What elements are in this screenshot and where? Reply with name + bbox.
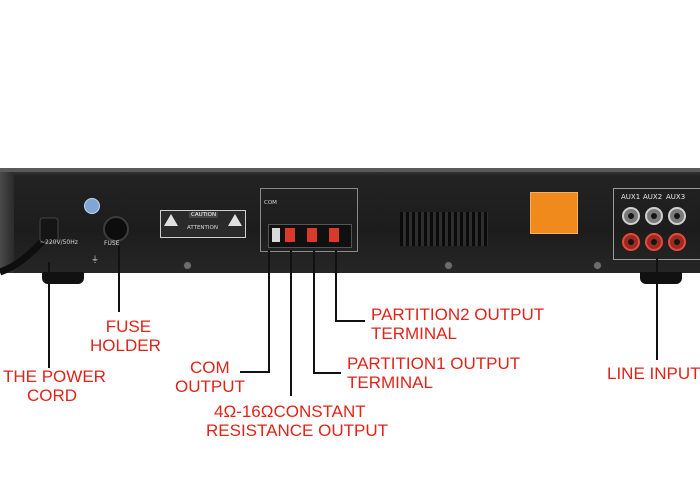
warning-triangle-icon	[164, 214, 178, 226]
power-cord-callout: THE POWER CORD	[3, 367, 106, 405]
caution-label: CAUTION ATTENTION	[160, 210, 246, 238]
output-terminal-panel	[260, 188, 358, 252]
aux2-white-jack	[645, 207, 663, 225]
callout-line-fuse-holder	[118, 246, 120, 312]
aux2-label: AUX2	[643, 193, 663, 201]
aux1-white-jack	[622, 207, 640, 225]
com-output-callout: COM OUTPUT	[175, 358, 245, 396]
attention-text: ATTENTION	[187, 225, 218, 231]
fuse-holder-callout: FUSE HOLDER	[90, 317, 161, 355]
warning-triangle-icon	[228, 214, 242, 226]
callout-line-partition2-h	[335, 320, 365, 322]
aux3-red-jack	[668, 233, 686, 251]
terminal-red-2	[307, 228, 317, 242]
chassis-side-left	[0, 170, 14, 273]
partition1-callout: PARTITION1 OUTPUT TERMINAL	[347, 354, 521, 392]
aux2-red-jack	[645, 233, 663, 251]
callout-line-line-input	[656, 258, 658, 360]
aux1-label: AUX1	[621, 193, 641, 201]
chassis-top-edge	[0, 168, 700, 172]
terminal-red-3	[329, 228, 339, 242]
screw	[444, 261, 453, 270]
blue-sticker	[84, 198, 100, 214]
terminal-com	[272, 228, 280, 242]
callout-line-com-output	[268, 250, 270, 372]
terminal-red-1	[285, 228, 295, 242]
ground-symbol: ⏚	[91, 255, 99, 264]
com-label: COM	[264, 200, 277, 206]
aux3-label: AUX3	[666, 193, 686, 201]
foot-left	[42, 272, 84, 284]
fuse-holder	[103, 216, 129, 242]
power-cord-icon	[0, 217, 59, 276]
screw	[593, 261, 602, 270]
orange-label-plate	[530, 192, 578, 234]
aux3-white-jack	[668, 207, 686, 225]
callout-line-partition2	[335, 250, 337, 322]
voltage-label: ~220V/50Hz	[40, 239, 78, 246]
callout-line-constant	[290, 250, 292, 396]
screw	[183, 261, 192, 270]
line-input-callout: LINE INPUT	[607, 364, 700, 383]
callout-line-partition1-h	[313, 372, 341, 374]
partition2-callout: PARTITION2 OUTPUT TERMINAL	[371, 305, 545, 343]
callout-line-com-output-h	[240, 371, 270, 373]
caution-text: CAUTION	[189, 212, 219, 218]
callout-line-partition1	[313, 250, 315, 374]
constant-resistance-callout: 4Ω-16ΩCONSTANT RESISTANCE OUTPUT	[206, 402, 388, 440]
aux1-red-jack	[622, 233, 640, 251]
foot-right	[640, 272, 682, 284]
callout-line-power-cord	[48, 262, 50, 368]
fuse-panel-label: FUSE	[104, 240, 120, 247]
vent-grille	[400, 212, 488, 246]
